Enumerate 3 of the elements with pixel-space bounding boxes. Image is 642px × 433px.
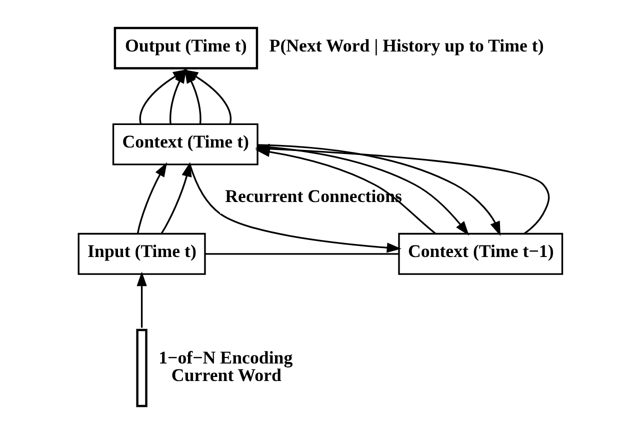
node-label: Current Word: [171, 364, 282, 385]
node-label: 1−of−N Encoding: [158, 346, 293, 367]
node-label: P(Next Word | History up to Time t): [269, 34, 544, 55]
